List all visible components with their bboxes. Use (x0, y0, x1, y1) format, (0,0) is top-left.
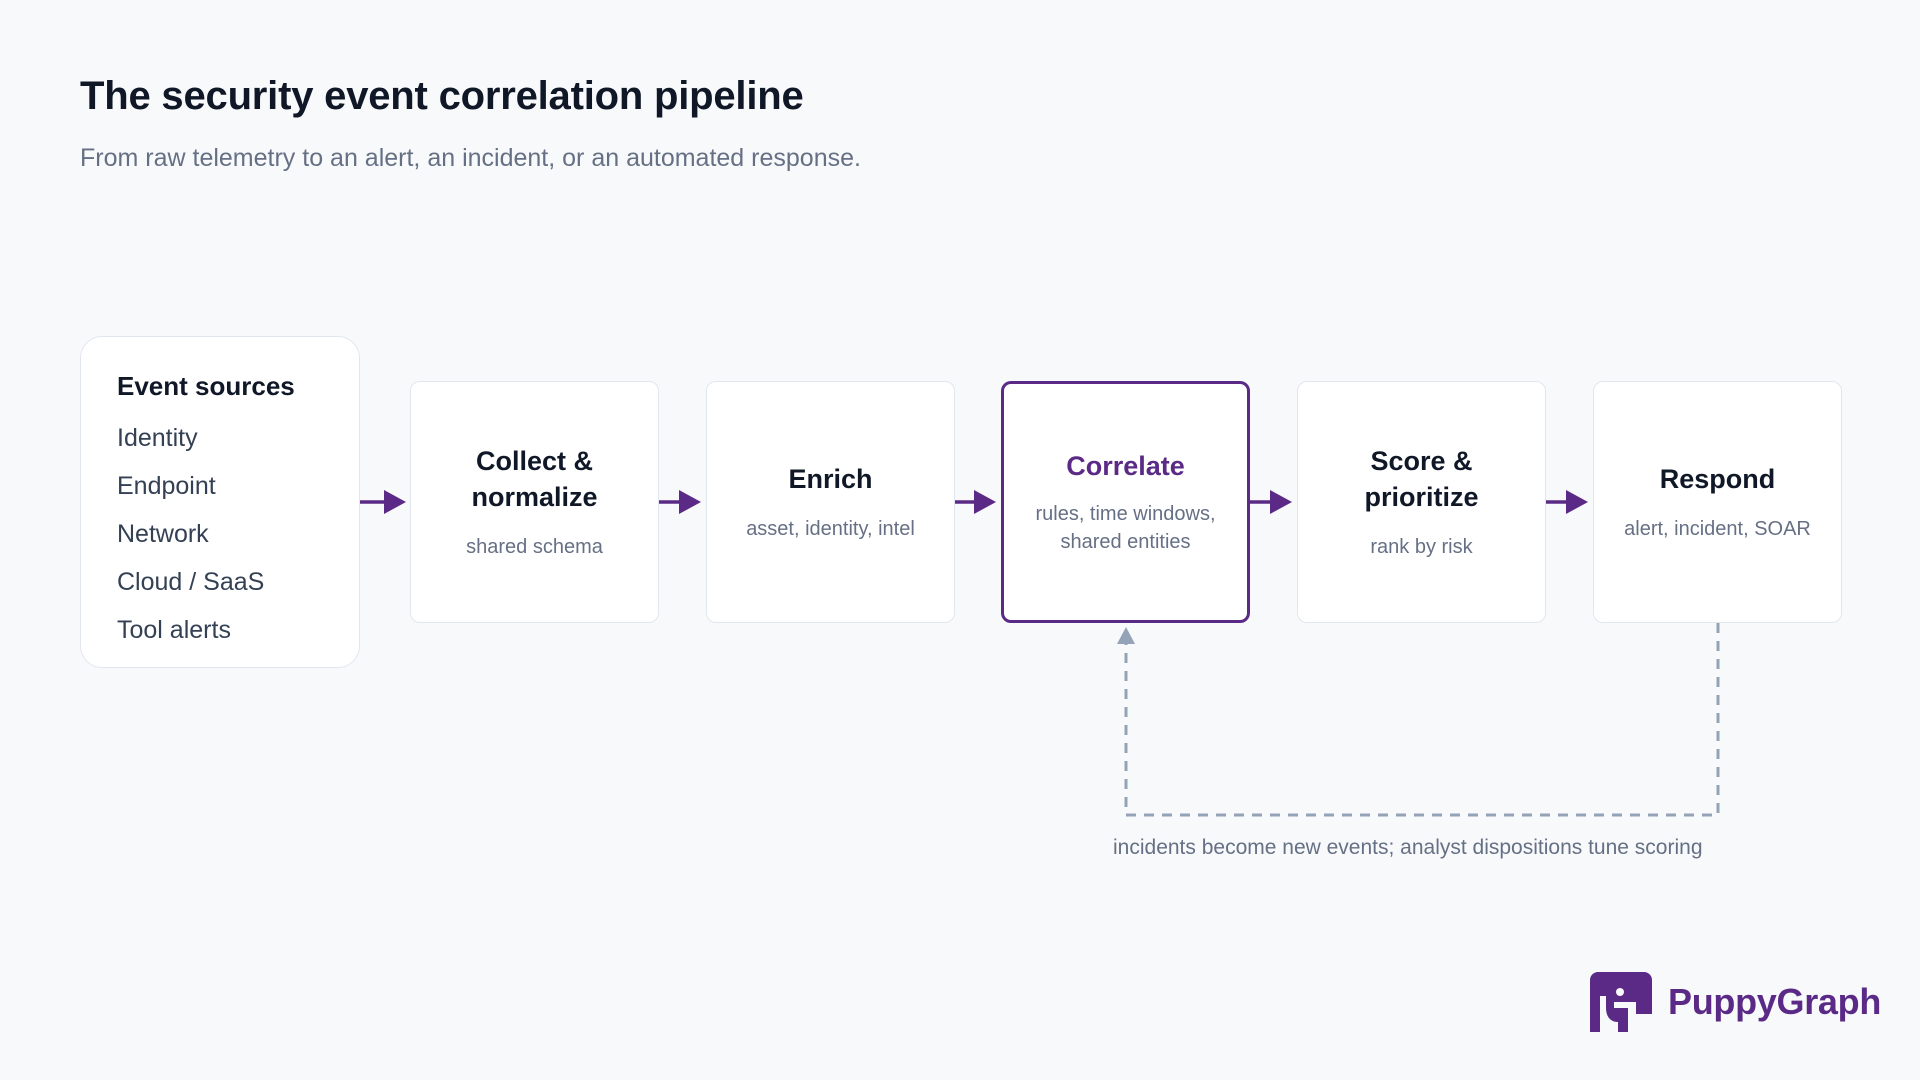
source-item-identity: Identity (117, 424, 198, 452)
stage-subtitle: asset, identity, intel (746, 518, 915, 540)
event-sources-title: Event sources (117, 371, 295, 401)
source-item-tool-alerts: Tool alerts (117, 616, 231, 644)
source-item-network: Network (117, 520, 209, 548)
brand-logo: PuppyGraph (1590, 972, 1881, 1032)
stage-title: Enrich (788, 464, 873, 494)
stage-subtitle: alert, incident, SOAR (1624, 518, 1811, 540)
event-sources-panel: Event sources Identity Endpoint Network … (80, 336, 360, 668)
flow-arrow-enrich-to-correlate (955, 490, 996, 514)
stage-subtitle: rank by risk (1370, 536, 1473, 558)
brand-name: PuppyGraph (1668, 981, 1882, 1022)
puppygraph-logo-icon (1590, 972, 1652, 1032)
source-item-cloud-saas: Cloud / SaaS (117, 568, 265, 596)
stage-title: Correlate (1066, 451, 1185, 481)
stage-correlate: Correlate rules, time windows, shared en… (1001, 381, 1250, 623)
stage-title: Score & prioritize (1364, 446, 1479, 512)
stage-subtitle: rules, time windows, shared entities (1035, 503, 1216, 553)
flow-arrow-collect-to-enrich (659, 490, 701, 514)
feedback-loop-note: incidents become new events; analyst dis… (1113, 836, 1703, 859)
flow-arrow-correlate-to-score (1250, 490, 1292, 514)
page-title: The security event correlation pipeline (80, 74, 804, 118)
stage-title: Collect & normalize (471, 446, 598, 512)
stage-subtitle: shared schema (466, 536, 603, 558)
stage-respond: Respond alert, incident, SOAR (1593, 381, 1842, 623)
page-subtitle: From raw telemetry to an alert, an incid… (80, 144, 861, 172)
feedback-loop-arrow (1117, 623, 1720, 817)
flow-arrow-sources-to-collect (360, 490, 406, 514)
stage-collect-normalize: Collect & normalize shared schema (410, 381, 659, 623)
source-item-endpoint: Endpoint (117, 472, 216, 500)
event-sources-list: Identity Endpoint Network Cloud / SaaS T… (117, 422, 359, 662)
stage-enrich: Enrich asset, identity, intel (706, 381, 955, 623)
stage-title: Respond (1659, 464, 1776, 494)
stage-score-prioritize: Score & prioritize rank by risk (1297, 381, 1546, 623)
flow-arrow-score-to-respond (1546, 490, 1588, 514)
